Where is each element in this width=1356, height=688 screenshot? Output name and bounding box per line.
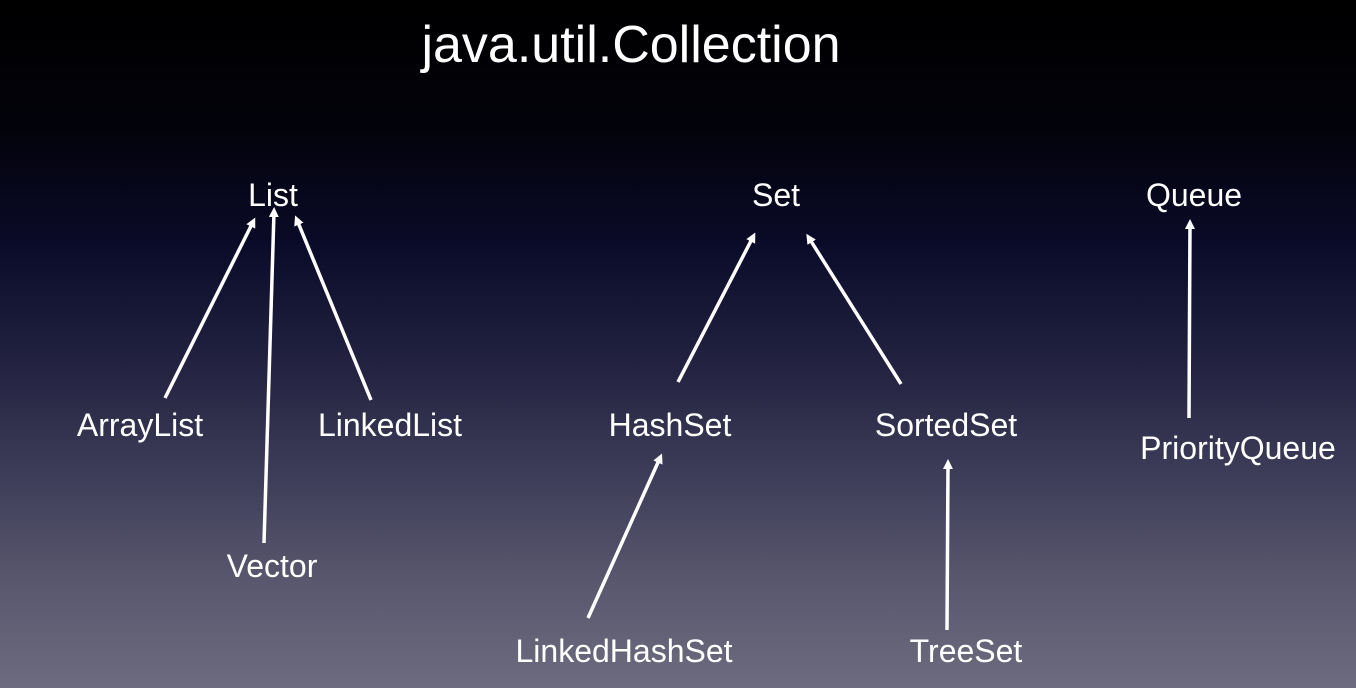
arrow-hashset-to-set (676, 232, 756, 383)
node-queue: Queue (1145, 177, 1243, 213)
diagram-title: java.util.Collection (421, 16, 841, 74)
arrow-linkedlist-to-list (294, 215, 373, 401)
node-hashset: HashSet (608, 407, 732, 443)
arrow-vector-to-list (262, 207, 279, 544)
node-set: Set (751, 177, 801, 213)
arrow-sortedset-to-set (806, 233, 903, 385)
node-vector: Vector (226, 548, 318, 584)
arrow-priorityqueue-to-queue (1184, 219, 1195, 419)
node-list: List (248, 177, 298, 213)
node-priorityqueue: PriorityQueue (1140, 430, 1336, 466)
node-treeset: TreeSet (909, 633, 1023, 669)
arrow-linkedhashset-to-hashset (586, 453, 663, 619)
node-linkedhashset: LinkedHashSet (515, 633, 733, 669)
node-sortedset: SortedSet (874, 407, 1018, 443)
node-arraylist: ArrayList (76, 407, 204, 443)
arrow-treeset-to-sortedset (942, 459, 953, 631)
arrow-arraylist-to-list (163, 217, 256, 399)
node-linkedlist: LinkedList (317, 407, 463, 443)
